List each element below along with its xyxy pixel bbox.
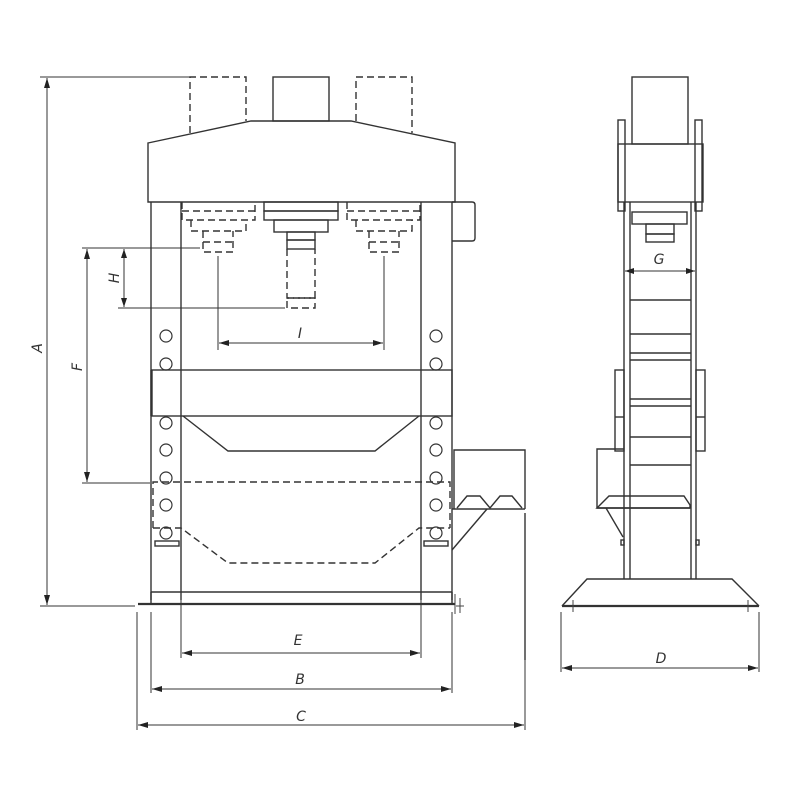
cylinder-center: [263, 201, 339, 309]
side-tool-tray: [451, 449, 526, 660]
support-pin-left: [154, 540, 180, 547]
cylinder-alt-left: [181, 202, 256, 253]
top-cylinders: [189, 76, 413, 133]
pin-holes-left: [159, 329, 173, 540]
dimension-label-c: C: [296, 709, 306, 725]
dimension-label-e: E: [294, 633, 303, 649]
dimension-label-h: H: [107, 272, 123, 283]
dimension-label-d: D: [656, 651, 667, 667]
support-pin-right: [423, 540, 449, 547]
dimension-label-i: I: [298, 326, 302, 342]
dimension-label-a: A: [30, 343, 46, 354]
work-table-upper: [150, 369, 453, 452]
cylinder-alt-right: [346, 202, 421, 253]
work-table-lower: [152, 481, 451, 564]
front-base: [138, 591, 464, 614]
dimension-label-f: F: [70, 362, 86, 371]
front-dimensions: [40, 76, 526, 730]
side-dimensions: [560, 268, 760, 672]
press-head: [147, 120, 456, 203]
pressure-gauge-box: [452, 201, 476, 242]
front-view: [138, 76, 526, 660]
pin-holes-right: [429, 329, 443, 540]
dimension-label-g: G: [654, 252, 665, 268]
side-view: [561, 76, 760, 612]
frame-uprights: [150, 202, 453, 600]
dimension-label-b: B: [295, 672, 305, 688]
